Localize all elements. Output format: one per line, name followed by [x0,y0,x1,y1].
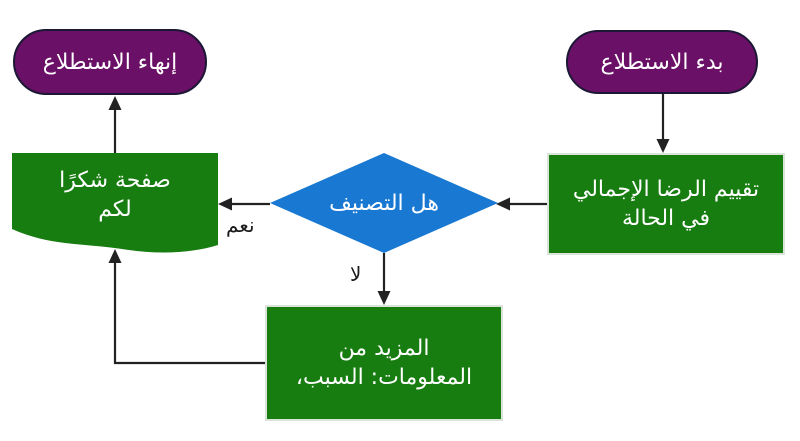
node-start-label: بدء الاستطلاع [600,49,724,75]
arrowhead-decision-thanks [218,197,232,211]
node-start-terminator: بدء الاستطلاع [566,30,758,94]
node-more-info-process: المزيد من المعلومات: السبب، [265,305,503,421]
arrowhead-start-assess [656,139,670,153]
document-shape [12,153,218,253]
node-assess-process: تقييم الرضا الإجمالي في الحالة [547,153,785,255]
node-more-info-label: المزيد من المعلومات: السبب، [295,336,473,390]
node-decision-overlay: هل التصنيف [270,153,498,253]
arrowhead-assess-decision [496,197,510,211]
arrowhead-more-info-thanks [108,249,122,263]
edge-label-no: لا [350,262,362,286]
node-decision-label: هل التصنيف [329,190,439,216]
decision-diamond-shape [270,153,498,253]
edge-label-yes: نعم [226,213,255,237]
edge-more-info-thanks [113,262,265,365]
arrowhead-decision-more-info [377,291,391,305]
node-end-terminator: إنهاء الاستطلاع [13,29,207,95]
arrowhead-thanks-end [108,96,122,110]
node-end-label: إنهاء الاستطلاع [42,49,178,75]
node-thanks-document [12,153,218,253]
node-assess-label: تقييم الرضا الإجمالي في الحالة [572,177,760,231]
node-thanks-label: صفحة شكرًا لكم [59,168,171,222]
node-decision-diamond [270,153,498,253]
node-thanks-overlay: صفحة شكرًا لكم [12,153,218,237]
